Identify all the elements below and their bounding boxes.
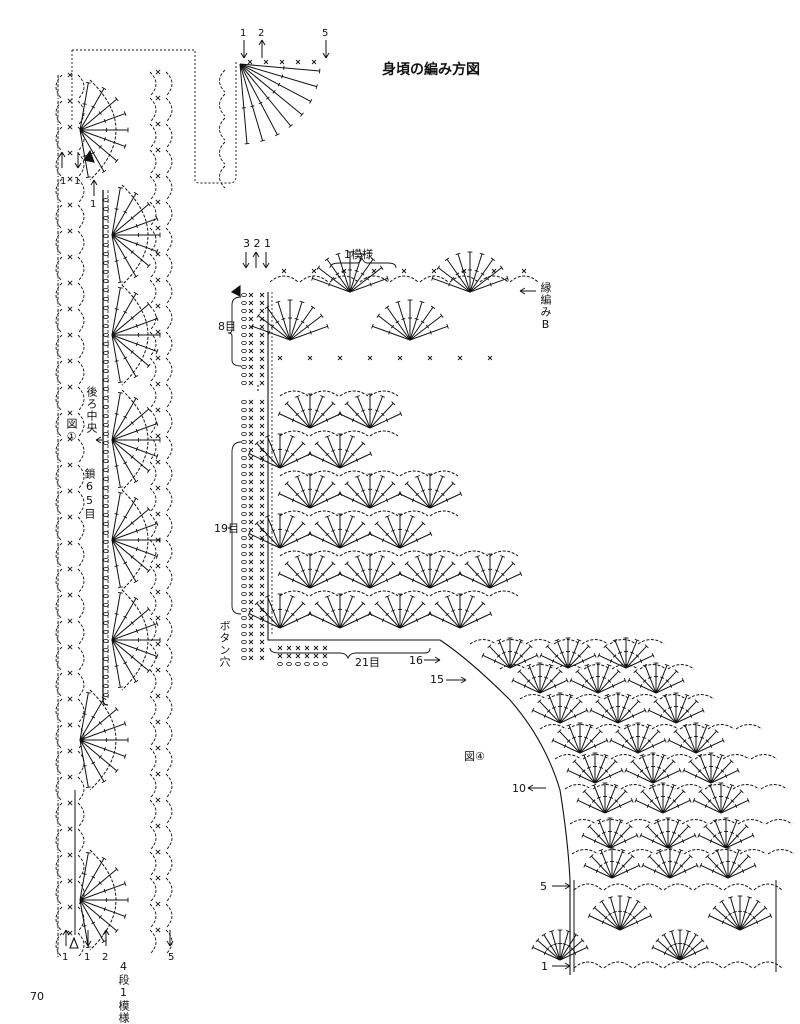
fig1-back-center-label: 後ろ中央 [86,386,97,434]
page-title: 身頃の編み方図 [382,61,480,78]
fig1-row-num: 1 [90,199,96,210]
fig4-label: 図④ [464,750,485,763]
fig4-buttonhole-label: ボタン穴 [219,620,230,668]
fig1-row-num: 5 [168,952,174,963]
fig4-repeat-label: 1模様 [344,247,373,261]
fig1-row-num: 1 [60,176,66,187]
fig1-chain-label: 鎖65目 [84,468,95,520]
fig4-count-21: 21目 [355,656,380,669]
fig1-label: 図① [66,418,77,444]
fig4-count-19: 19目 [214,522,239,535]
fig4-row-1: 1 [541,960,548,973]
fig4-row-10: 10 [512,782,526,795]
fig1-row-num: 2 [102,952,108,963]
fig1-row-num: 1 [62,952,68,963]
figure4-chart [228,258,570,975]
fig1-row-num: 5 [322,28,328,39]
fig1-pattern-note: 4段1模様 [118,960,129,1024]
fig4-edging-label: 縁編みB [540,282,551,332]
fig4-row-5: 5 [540,880,547,893]
page-number: 70 [30,990,44,1003]
fig1-row-num: 1 [240,28,246,39]
fig1-row-num: 2 [258,28,264,39]
fig1-row-num: 1 [74,176,80,187]
fig4-row-15: 15 [430,673,444,686]
fig1-row-num: 1 [84,952,90,963]
fig4-row-16: 16 [409,654,423,667]
fig4-count-8: 8目 [218,320,236,333]
fig4-rows-top: 3 2 1 [243,237,271,250]
row-arrows [59,40,570,969]
